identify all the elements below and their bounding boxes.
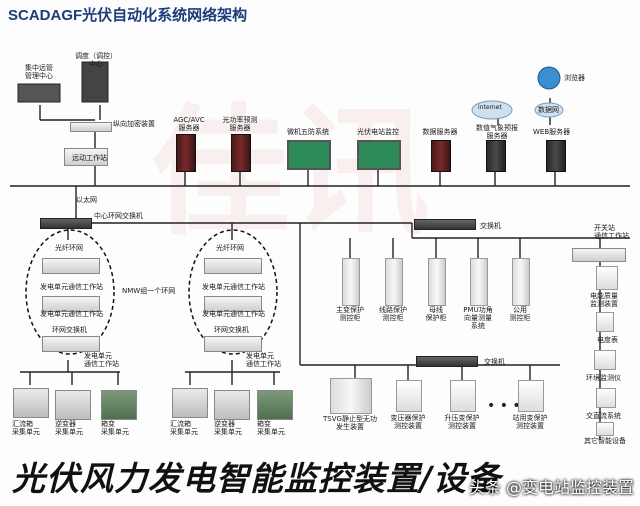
page-title: SCADAGF光伏自动化系统网络架构 bbox=[8, 7, 248, 24]
energy-quality-device bbox=[596, 266, 618, 290]
mid-box-1 bbox=[172, 388, 208, 418]
station-transformer-label: 站用变保护测控装置 bbox=[512, 414, 548, 431]
left-ring-label-1: 发电单元通信工作站 bbox=[40, 283, 103, 291]
switch-station-device bbox=[572, 248, 626, 262]
switch-b bbox=[416, 356, 478, 367]
pv-monitor-screen bbox=[357, 140, 401, 170]
left-ring-label-3: 发电单元通信工作站 bbox=[84, 352, 119, 369]
mid-box-3-label: 箱变采集单元 bbox=[257, 420, 285, 437]
left-ring-switch bbox=[42, 336, 100, 352]
power-forecast-server bbox=[231, 134, 251, 172]
env-label: 环境监测仪 bbox=[586, 374, 621, 382]
crypto-device bbox=[70, 122, 112, 132]
switch-a bbox=[414, 219, 476, 230]
switch-a-label: 交换机 bbox=[480, 222, 501, 230]
other-device bbox=[596, 422, 614, 436]
telecontrol-device bbox=[64, 148, 108, 166]
transformer-protection-label: 变压器保护测控装置 bbox=[390, 414, 426, 431]
left-ring-unit-2 bbox=[42, 296, 100, 312]
station-transformer-device bbox=[518, 380, 544, 412]
data-server bbox=[431, 140, 451, 172]
right-ring-unit-2 bbox=[204, 296, 262, 312]
web-server bbox=[546, 140, 566, 172]
cabinet-5 bbox=[512, 258, 530, 306]
web-server-label: WEB服务器 bbox=[533, 128, 571, 136]
browser-label: 浏览器 bbox=[564, 74, 585, 82]
step-up-protection-device bbox=[450, 380, 476, 412]
left-ring-title: 光纤环网 bbox=[55, 244, 83, 252]
weather-server bbox=[486, 140, 506, 172]
right-ring-label-3: 发电单元通信工作站 bbox=[246, 352, 281, 369]
cabinet-1-label: 主变保护测控柜 bbox=[336, 306, 364, 323]
cabinet-2 bbox=[385, 258, 403, 306]
data-server-label: 数据服务器 bbox=[422, 128, 458, 136]
mid-box-1-label: 汇流箱采集单元 bbox=[170, 420, 198, 437]
right-ring-label-2: 发电单元通信工作站 bbox=[202, 310, 265, 318]
nmw-label: NMW组一个环网 bbox=[122, 287, 176, 295]
remote-center-label: 集中远管管理中心 bbox=[25, 64, 53, 81]
env-device bbox=[594, 350, 616, 370]
five-defense-label: 微机五防系统 bbox=[287, 128, 329, 136]
agc-server bbox=[176, 134, 196, 172]
cabinet-4-label: PMU功角向量测量系统 bbox=[463, 306, 493, 331]
core-switch-label: 中心环网交换机 bbox=[94, 212, 143, 220]
switch-station-label: 开关站通信工作站 bbox=[594, 224, 629, 241]
meter-label: 电度表 bbox=[597, 336, 618, 344]
pv-monitor-label: 光伏电站监控 bbox=[357, 128, 399, 136]
energy-quality-label: 电能质量监测装置 bbox=[590, 292, 618, 309]
left-box-2-label: 逆变器采集单元 bbox=[55, 420, 83, 437]
cabinet-2-label: 线路保护测控柜 bbox=[379, 306, 407, 323]
meter-device bbox=[596, 312, 614, 332]
right-ring-title: 光纤环网 bbox=[216, 244, 244, 252]
cabinet-5-label: 公用测控柜 bbox=[509, 306, 531, 323]
mid-box-2-label: 逆变器采集单元 bbox=[214, 420, 242, 437]
five-defense-monitor bbox=[287, 140, 331, 170]
left-box-3 bbox=[101, 390, 137, 420]
cabinet-1 bbox=[342, 258, 360, 306]
left-ring-switch-label: 环网交换机 bbox=[52, 326, 87, 334]
left-box-2 bbox=[55, 390, 91, 420]
weather-label: 数值气象预报服务器 bbox=[476, 124, 518, 141]
transformer-protection-device bbox=[396, 380, 422, 412]
ethernet-label: 以太网 bbox=[76, 196, 97, 204]
left-box-3-label: 箱变采集单元 bbox=[101, 420, 129, 437]
switch-b-label: 交换机 bbox=[484, 358, 505, 366]
left-box-1 bbox=[13, 388, 49, 418]
tsvg-device bbox=[330, 378, 372, 414]
right-ring-switch-label: 环网交换机 bbox=[214, 326, 249, 334]
left-ring-label-2: 发电单元通信工作站 bbox=[40, 310, 103, 318]
right-ring-unit-1 bbox=[204, 258, 262, 274]
other-label: 其它智能设备 bbox=[584, 437, 626, 445]
background-watermark: 佳讯 bbox=[150, 92, 431, 255]
mid-box-3 bbox=[257, 390, 293, 420]
right-ring-label-1: 发电单元通信工作站 bbox=[202, 283, 265, 291]
left-ring-unit-1 bbox=[42, 258, 100, 274]
cabinet-3-label: 母线保护柜 bbox=[425, 306, 447, 323]
power-forecast-label: 光功率预测服务器 bbox=[222, 116, 258, 133]
internet-label: internet bbox=[478, 104, 502, 111]
dc-device bbox=[596, 388, 616, 408]
tsvg-label: TSVG静止型无功发生装置 bbox=[323, 415, 377, 432]
telecontrol-label: 远动工作站 bbox=[72, 154, 107, 162]
mid-box-2 bbox=[214, 390, 250, 420]
datanet-label: 数据网 bbox=[538, 106, 559, 114]
cabinet-4 bbox=[470, 258, 488, 306]
core-switch bbox=[40, 218, 92, 229]
crypto-label: 纵向加密装置 bbox=[113, 120, 155, 128]
watermark: 头条 @变电站监控装置 bbox=[468, 478, 634, 497]
dispatch-label: 调度（调控）中心 bbox=[75, 52, 117, 69]
bottom-banner: 光伏风力发电智能监控装置/设备 bbox=[12, 459, 502, 498]
left-box-1-label: 汇流箱采集单元 bbox=[12, 420, 40, 437]
cabinet-3 bbox=[428, 258, 446, 306]
dc-label: 交直流系统 bbox=[586, 412, 621, 420]
step-up-protection-label: 升压变保护测控装置 bbox=[444, 414, 480, 431]
right-ring-switch bbox=[204, 336, 262, 352]
